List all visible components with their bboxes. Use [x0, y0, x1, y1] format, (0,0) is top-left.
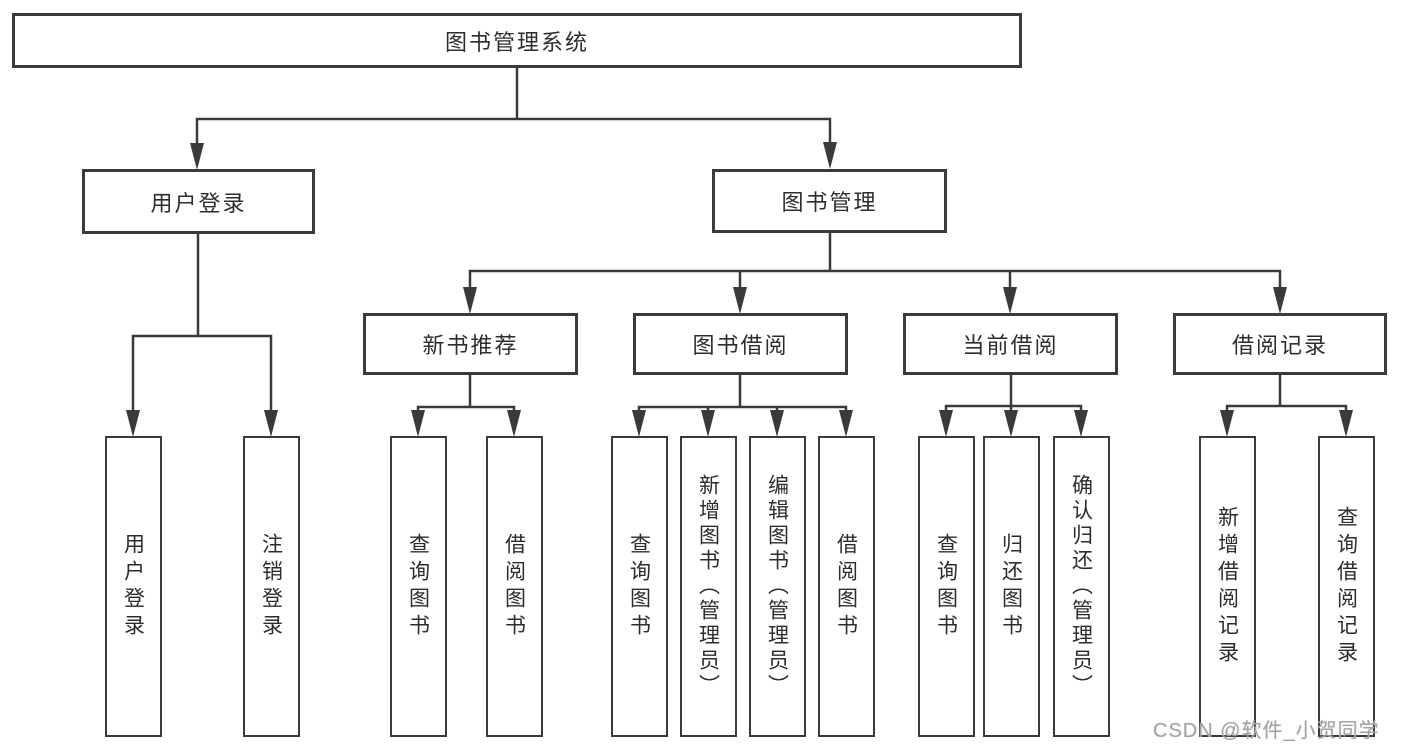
node-new-book-recommend-label: 新书推荐: [422, 333, 519, 358]
leaf-borrow-books-label: 借阅图书: [502, 532, 526, 641]
node-user-login-label: 用户登录: [150, 190, 247, 216]
leaf-add-borrow-record-label: 新增借阅记录: [1215, 505, 1239, 668]
leaf-query-books-label: 查询图书: [627, 532, 651, 641]
leaf-borrow-books-label: 借阅图书: [834, 532, 858, 641]
leaf-query-books-label: 查询图书: [406, 532, 430, 641]
leaf-edit-book-admin: 编辑图书（管理员）: [748, 436, 806, 737]
leaf-add-book-admin-label: 新增图书（管理员）: [696, 474, 720, 699]
leaf-confirm-return-admin-label: 确认归还（管理员）: [1069, 474, 1093, 699]
node-book-borrowing: 图书借阅: [633, 313, 848, 375]
leaf-query-books: 查询图书: [389, 436, 447, 737]
node-borrowing-records: 借阅记录: [1173, 313, 1387, 375]
leaf-user-login: 用户登录: [104, 436, 162, 737]
node-borrowing-records-label: 借阅记录: [1231, 333, 1328, 358]
leaf-borrow-books: 借阅图书: [817, 436, 875, 737]
csdn-watermark: CSDN @软件_小贺同学: [1153, 720, 1380, 742]
node-new-book-recommend: 新书推荐: [363, 313, 578, 375]
leaf-edit-book-admin-label: 编辑图书（管理员）: [765, 474, 789, 699]
node-user-login: 用户登录: [82, 169, 315, 234]
leaf-return-books: 归还图书: [982, 436, 1040, 737]
node-book-borrowing-label: 图书借阅: [692, 333, 789, 358]
node-library-system-label: 图书管理系统: [444, 29, 589, 55]
leaf-return-books-label: 归还图书: [999, 532, 1023, 641]
leaf-confirm-return-admin: 确认归还（管理员）: [1052, 436, 1110, 737]
leaf-logout: 注销登录: [242, 436, 300, 737]
node-library-system: 图书管理系统: [12, 13, 1022, 68]
node-book-management: 图书管理: [712, 169, 947, 233]
leaf-query-books-label: 查询图书: [934, 532, 958, 641]
leaf-query-books: 查询图书: [917, 436, 975, 737]
leaf-add-book-admin: 新增图书（管理员）: [679, 436, 737, 737]
leaf-logout-label: 注销登录: [259, 532, 283, 641]
leaf-query-borrow-record-label: 查询借阅记录: [1334, 505, 1358, 668]
node-current-borrowing: 当前借阅: [903, 313, 1118, 375]
arrowheads: [126, 142, 1353, 437]
leaf-borrow-books: 借阅图书: [485, 436, 543, 737]
leaf-query-books: 查询图书: [610, 436, 668, 737]
leaf-add-borrow-record: 新增借阅记录: [1198, 436, 1256, 737]
node-book-management-label: 图书管理: [781, 190, 878, 215]
node-current-borrowing-label: 当前借阅: [962, 333, 1059, 358]
leaf-query-borrow-record: 查询借阅记录: [1317, 436, 1375, 737]
leaf-user-login-label: 用户登录: [121, 532, 145, 641]
